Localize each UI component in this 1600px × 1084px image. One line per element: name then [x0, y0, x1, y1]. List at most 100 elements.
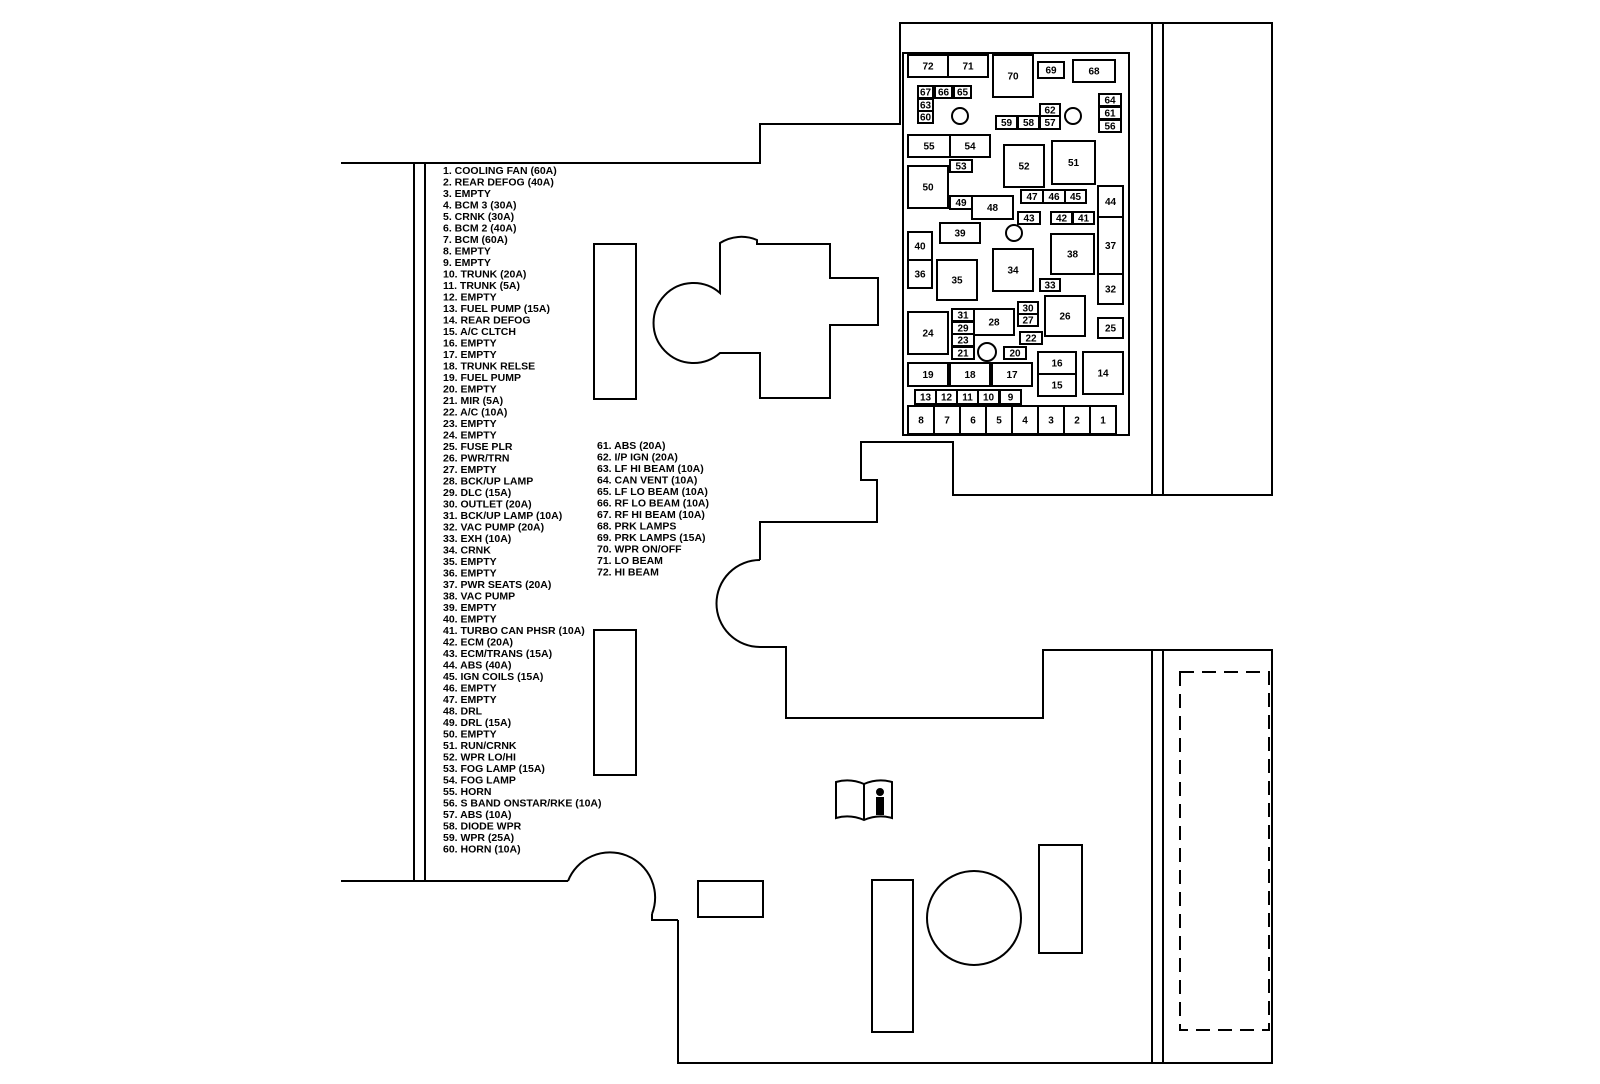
legend-entry: 60. HORN (10A) — [443, 844, 521, 856]
legend-entry: 6. BCM 2 (40A) — [443, 223, 517, 235]
fuse-67: 67 — [917, 85, 934, 99]
legend-entry: 71. LO BEAM — [597, 555, 663, 567]
fuse-label: 14 — [1097, 369, 1109, 380]
fuse-label: 43 — [1023, 214, 1035, 225]
fuse-61: 61 — [1098, 106, 1122, 120]
fuse-label: 37 — [1105, 241, 1117, 252]
fuse-41: 41 — [1072, 211, 1095, 225]
fuse-label: 65 — [957, 88, 969, 99]
legend-entry: 11. TRUNK (5A) — [443, 280, 520, 292]
fuse-30: 30 — [1017, 301, 1039, 315]
legend-entry: 5. CRNK (30A) — [443, 211, 514, 223]
fuse-label: 36 — [914, 270, 926, 281]
fuse-label: 54 — [964, 142, 976, 153]
legend-entry: 25. FUSE PLR — [443, 441, 513, 453]
fuse-26: 26 — [1044, 295, 1086, 337]
legend-entry: 23. EMPTY — [443, 418, 497, 430]
fuse-label: 27 — [1022, 316, 1034, 327]
fuse-label: 49 — [955, 198, 967, 209]
fuse-outline — [949, 134, 991, 158]
fuse-label: 11 — [962, 393, 973, 404]
fuse-label: 33 — [1044, 281, 1056, 292]
fuse-outline — [949, 362, 991, 387]
legend-entry: 30. OUTLET (20A) — [443, 499, 532, 511]
fuse-outline — [1050, 233, 1095, 275]
fuse-label: 13 — [920, 393, 932, 404]
fuse-outline — [936, 259, 978, 301]
fuse-15: 15 — [1037, 373, 1077, 397]
fuse-label: 62 — [1044, 106, 1056, 117]
fuse-outline — [1037, 373, 1077, 397]
legend-entry: 1. COOLING FAN (60A) — [443, 165, 557, 177]
fuse-label: 66 — [938, 88, 950, 99]
legend-entry: 50. EMPTY — [443, 729, 497, 741]
fuse-label: 16 — [1051, 359, 1063, 370]
fuse-label: 18 — [964, 370, 976, 381]
legend-entry: 44. ABS (40A) — [443, 660, 511, 672]
fuse-49: 49 — [949, 195, 973, 210]
fuse-28: 28 — [973, 308, 1015, 336]
legend-entry: 7. BCM (60A) — [443, 234, 508, 246]
fuse-label: 26 — [1059, 312, 1071, 323]
legend-entry: 27. EMPTY — [443, 464, 497, 476]
legend-entry: 67. RF HI BEAM (10A) — [597, 509, 705, 521]
fuse-14: 14 — [1082, 351, 1124, 395]
fuse-label: 38 — [1067, 250, 1079, 261]
fuse-outline — [1037, 61, 1065, 79]
fuse-label: 58 — [1023, 118, 1035, 129]
fuse-label: 15 — [1051, 381, 1063, 392]
legend-entry: 62. I/P IGN (20A) — [597, 452, 678, 464]
fuse-label: 30 — [1022, 304, 1034, 315]
legend-entry: 24. EMPTY — [443, 430, 497, 442]
fuse-label: 51 — [1068, 158, 1080, 169]
fuse-label: 44 — [1105, 197, 1117, 208]
fuse-label: 60 — [920, 113, 932, 124]
legend-entry: 21. MIR (5A) — [443, 395, 503, 407]
legend-entry: 35. EMPTY — [443, 556, 497, 568]
legend-right-column: 61. ABS (20A)62. I/P IGN (20A)63. LF HI … — [597, 440, 709, 579]
fuse-label: 22 — [1025, 334, 1037, 345]
fuse-16: 16 — [1037, 351, 1077, 375]
fuse-label: 10 — [983, 393, 995, 404]
fuse-outline — [1064, 189, 1087, 204]
legend-entry: 18. TRUNK RELSE — [443, 361, 535, 373]
fuse-37: 37 — [1097, 216, 1124, 275]
fuse-59: 59 — [995, 115, 1018, 130]
fuse-39: 39 — [939, 222, 981, 244]
fuse-23: 23 — [951, 333, 975, 347]
fuse-62: 62 — [1039, 103, 1061, 117]
fuse-36: 36 — [907, 259, 933, 289]
fuse-68: 68 — [1072, 59, 1116, 83]
fuse-27: 27 — [1017, 313, 1039, 327]
fuse-33: 33 — [1039, 278, 1061, 292]
fuse-label: 71 — [962, 62, 974, 73]
fuse-label: 55 — [923, 142, 935, 153]
fuse-label: 6 — [970, 416, 976, 427]
fuse-31: 31 — [951, 308, 975, 322]
fuse-label: 34 — [1007, 266, 1019, 277]
legend-entry: 32. VAC PUMP (20A) — [443, 522, 544, 534]
legend-entry: 15. A/C CLTCH — [443, 326, 516, 338]
legend-entry: 46. EMPTY — [443, 683, 497, 695]
fuse-64: 64 — [1098, 93, 1122, 107]
fuse-65: 65 — [953, 85, 972, 99]
fuse-18: 18 — [949, 362, 991, 387]
fuse-1: 1 — [1089, 405, 1117, 435]
fuse-outline — [991, 362, 1033, 387]
fuse-22: 22 — [1019, 331, 1043, 345]
fuse-45: 45 — [1064, 189, 1087, 204]
fuse-label: 59 — [1001, 118, 1013, 129]
legend-entry: 10. TRUNK (20A) — [443, 269, 526, 281]
legend-entry: 45. IGN COILS (15A) — [443, 671, 543, 683]
fuse-outline — [1017, 313, 1039, 327]
legend-entry: 54. FOG LAMP — [443, 775, 516, 787]
fuse-label: 72 — [922, 62, 934, 73]
fuse-label: 56 — [1104, 122, 1116, 133]
fuse-outline — [1097, 317, 1124, 339]
fuse-outline — [1072, 211, 1095, 225]
fuse-40: 40 — [907, 231, 933, 261]
fuse-label: 52 — [1018, 162, 1030, 173]
fuse-72: 72 — [907, 54, 949, 78]
fuse-outline — [953, 85, 972, 99]
fuse-5: 5 — [985, 405, 1013, 435]
